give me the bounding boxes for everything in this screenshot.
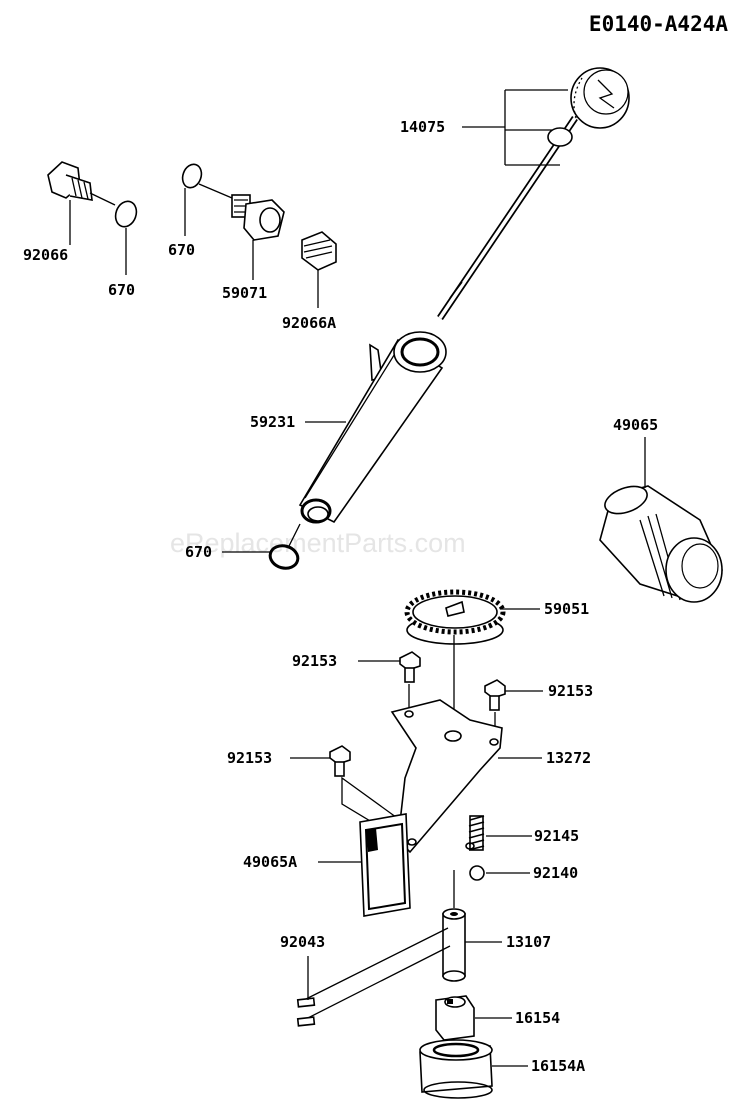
label-92043[interactable]: 92043 [280, 933, 325, 951]
label-670-b[interactable]: 670 [168, 241, 195, 259]
oil-pump-gear-59051 [404, 589, 506, 645]
label-92066[interactable]: 92066 [23, 246, 68, 264]
label-670-c[interactable]: 670 [185, 543, 212, 561]
label-92140[interactable]: 92140 [533, 864, 578, 882]
bolt-92153-b [484, 679, 506, 711]
bolt-92153-a [399, 651, 421, 683]
outer-rotor-16154A [419, 1039, 493, 1099]
dipstick-assembly [437, 67, 630, 320]
fitting-59071 [231, 194, 285, 241]
bolt-92153-c [329, 745, 351, 777]
label-670-a[interactable]: 670 [108, 281, 135, 299]
label-59071[interactable]: 59071 [222, 284, 267, 302]
ball-92140 [469, 865, 485, 881]
oil-screen-49065A [359, 813, 411, 917]
label-92153-c[interactable]: 92153 [227, 749, 272, 767]
watermark: eReplacementParts.com [170, 528, 466, 558]
label-16154A[interactable]: 16154A [531, 1057, 585, 1075]
label-92153-a[interactable]: 92153 [292, 652, 337, 670]
filler-tube-59231 [298, 331, 447, 524]
label-59231[interactable]: 59231 [250, 413, 295, 431]
label-14075[interactable]: 14075 [400, 118, 445, 136]
label-92145[interactable]: 92145 [534, 827, 579, 845]
diagram-code: E0140-A424A [588, 12, 728, 36]
drain-plug-92066 [47, 161, 93, 201]
label-59051[interactable]: 59051 [544, 600, 589, 618]
pin-92043 [296, 927, 451, 1027]
inner-rotor-16154 [435, 995, 475, 1041]
plug-92066A [301, 231, 337, 271]
label-13272[interactable]: 13272 [546, 749, 591, 767]
label-49065[interactable]: 49065 [613, 416, 658, 434]
label-49065A[interactable]: 49065A [243, 853, 297, 871]
callout-labels: 14075 92066 670 670 59071 92066A 59231 4… [23, 118, 658, 1075]
oil-filter-49065 [599, 485, 723, 603]
pump-cover-plate-13272 [341, 699, 503, 854]
label-92066A[interactable]: 92066A [282, 314, 336, 332]
label-16154[interactable]: 16154 [515, 1009, 560, 1027]
pump-shaft-13107 [442, 908, 466, 982]
label-92153-b[interactable]: 92153 [548, 682, 593, 700]
label-13107[interactable]: 13107 [506, 933, 551, 951]
spring-92145 [468, 815, 485, 851]
